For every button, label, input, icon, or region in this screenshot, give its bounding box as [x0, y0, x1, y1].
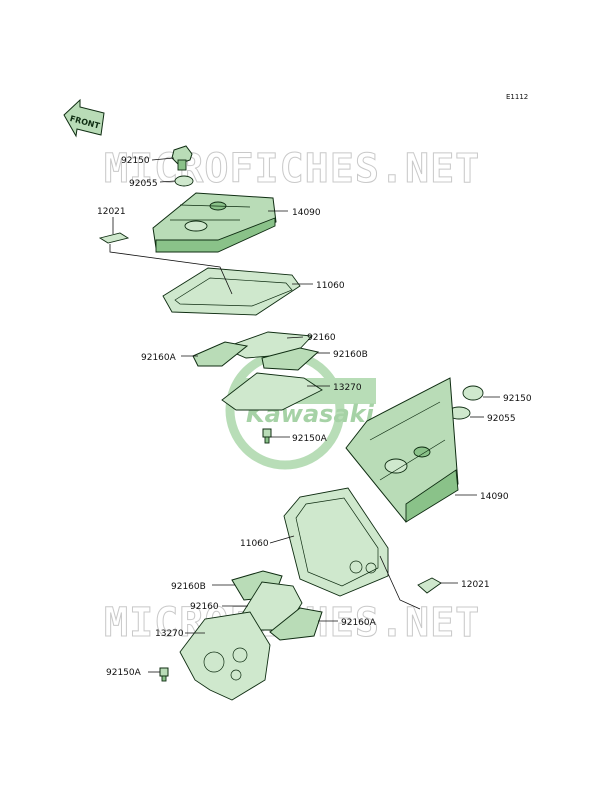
- leader-bottom-gasket: [269, 535, 295, 544]
- bottom-plate-13270[interactable]: [179, 611, 271, 701]
- label-top-gasket: 11060: [316, 281, 345, 291]
- leader-top-bolt: [151, 157, 175, 161]
- leader-top-92160: [286, 336, 304, 339]
- bottom-bolt-part[interactable]: [462, 385, 484, 401]
- label-bottom-gasket: 11060: [240, 539, 269, 549]
- bottom-bolt-92150a-part[interactable]: [159, 667, 169, 682]
- label-bottom-13270: 13270: [155, 629, 184, 639]
- watermark-top: MICROFICHES.NET: [104, 146, 480, 192]
- label-top-92150a: 92150A: [292, 434, 328, 444]
- top-plate-92160a[interactable]: [192, 341, 249, 367]
- leader-top-gasket-pad: [109, 244, 233, 295]
- leader-bottom-gasket-pad: [379, 555, 421, 610]
- label-top-cover: 14090: [292, 208, 321, 218]
- bottom-gasket-part[interactable]: [283, 487, 389, 597]
- label-bottom-cover: 14090: [480, 492, 509, 502]
- label-top-13270: 13270: [333, 383, 362, 393]
- label-top-92160b: 92160B: [333, 350, 368, 360]
- label-top-bolt: 92150: [121, 156, 150, 166]
- label-bottom-washer: 92055: [487, 414, 516, 424]
- diagram-code: E1112: [506, 93, 528, 101]
- label-top-92160a: 92160A: [141, 353, 177, 363]
- top-cover-part[interactable]: [152, 192, 277, 253]
- bottom-pad-part[interactable]: [417, 577, 442, 594]
- top-plate-13270[interactable]: [221, 372, 323, 411]
- label-top-washer: 92055: [129, 179, 158, 189]
- label-bottom-92150a: 92150A: [106, 668, 142, 678]
- top-bolt-part[interactable]: [171, 145, 193, 171]
- front-arrow-icon: FRONT: [63, 98, 105, 138]
- label-top-pad: 12021: [97, 207, 126, 217]
- label-bottom-92160b: 92160B: [171, 582, 206, 592]
- label-bottom-92160: 92160: [190, 602, 219, 612]
- top-plate-92160b[interactable]: [261, 347, 320, 371]
- bottom-plate-92160a[interactable]: [269, 607, 323, 641]
- bottom-cover-part[interactable]: [345, 377, 459, 523]
- label-bottom-92160a: 92160A: [341, 618, 377, 628]
- top-pad-part[interactable]: [98, 232, 130, 244]
- top-gasket-part[interactable]: [162, 267, 301, 316]
- label-top-92160: 92160: [307, 333, 336, 343]
- leader-top-washer: [159, 180, 176, 183]
- label-bottom-bolt: 92150: [503, 394, 532, 404]
- top-washer-part[interactable]: [174, 175, 194, 187]
- top-bolt-92150a-part[interactable]: [262, 428, 272, 444]
- label-bottom-pad: 12021: [461, 580, 490, 590]
